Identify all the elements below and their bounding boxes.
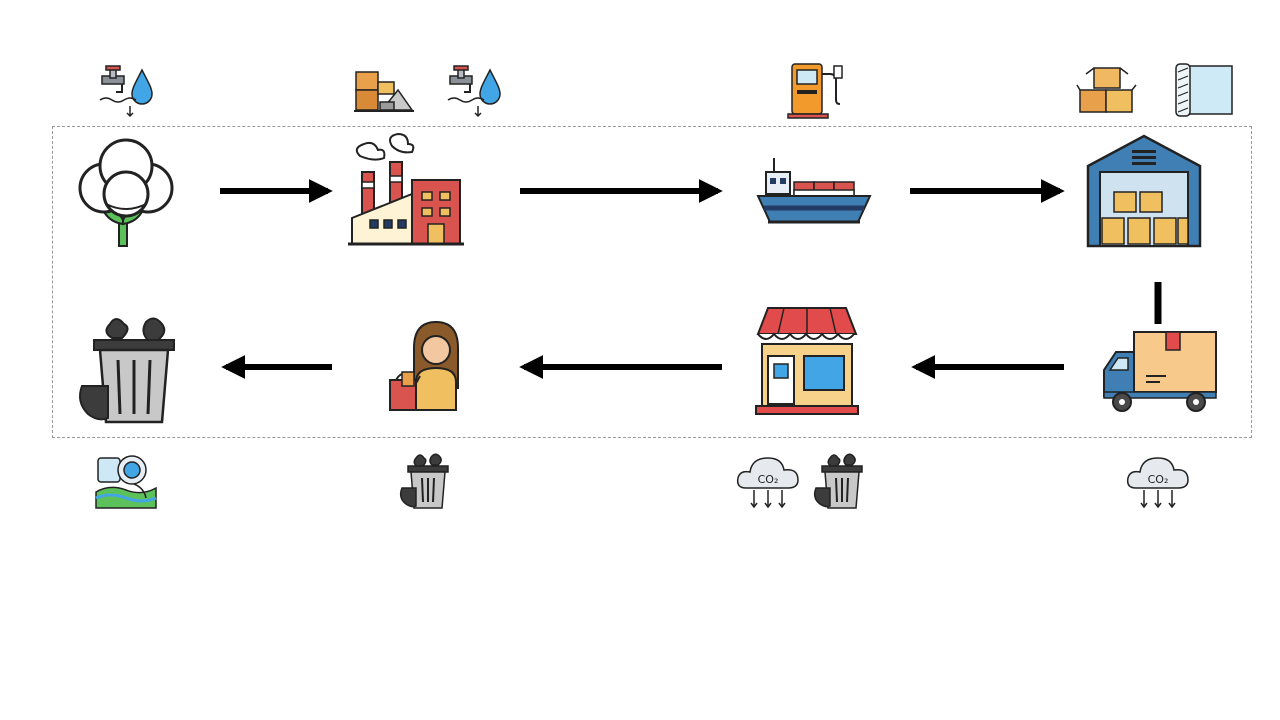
- raw-materials-icon: [352, 64, 416, 120]
- process-frame: [52, 126, 1252, 438]
- store-icon: [752, 304, 872, 424]
- waste-bin-icon: [812, 450, 876, 509]
- trash-bin-icon: [76, 310, 196, 430]
- cotton-plant-icon: [66, 132, 186, 252]
- warehouse-icon: [1084, 132, 1204, 252]
- plastic-wrap-roll-icon: [1172, 62, 1236, 118]
- co2-label: CO₂: [1148, 473, 1169, 486]
- factory-icon: [346, 132, 466, 252]
- cargo-ship-icon: [754, 132, 874, 252]
- cardboard-boxes-icon: [1076, 62, 1140, 118]
- water-tap-icon: [444, 62, 508, 118]
- fuel-pump-icon: [786, 60, 850, 119]
- delivery-truck-icon: [1100, 326, 1220, 446]
- waste-bin-icon: [398, 450, 462, 509]
- water-pollution-icon: [94, 452, 158, 509]
- shopper-icon: [380, 318, 500, 438]
- co2-cloud-icon: CO₂: [1126, 452, 1190, 509]
- co2-label: CO₂: [758, 473, 779, 486]
- co2-cloud-icon: CO₂: [736, 452, 800, 509]
- water-tap-icon: [96, 62, 160, 118]
